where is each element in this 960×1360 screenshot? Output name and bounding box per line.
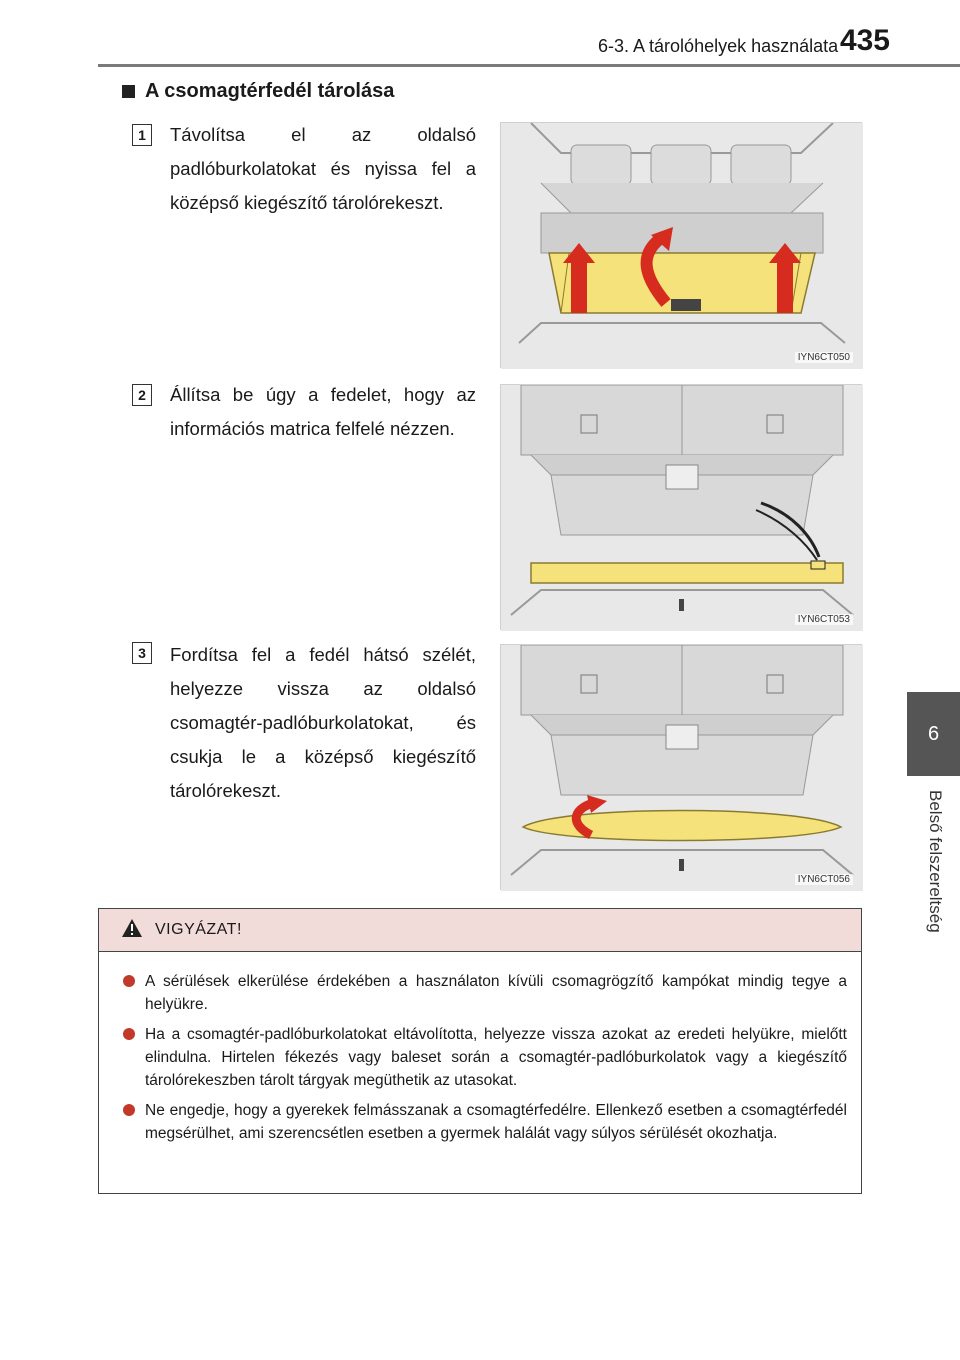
- trunk-illustration-2: IYN6CT053: [500, 384, 863, 631]
- page-number: 435: [839, 24, 890, 57]
- subheading-label: A csomagtérfedél tárolása: [145, 80, 395, 102]
- chapter-number: 6: [927, 722, 940, 745]
- warning-item: Ne engedje, hogy a gyerekek felmásszanak…: [121, 1099, 847, 1145]
- warning-triangle-icon: [121, 918, 143, 943]
- square-bullet-icon: [122, 85, 135, 98]
- warning-item: Ha a csomagtér-padlóburkolatokat eltávol…: [121, 1023, 847, 1092]
- chapter-tab: 6: [907, 692, 960, 776]
- illustration-code: IYN6CT050: [794, 352, 853, 363]
- warning-box: VIGYÁZAT! A sérülések elkerülése érdekéb…: [98, 908, 862, 1194]
- warning-item-text: A sérülések elkerülése érdekében a haszn…: [145, 973, 847, 1013]
- step-number-2: 2: [132, 384, 152, 406]
- warning-list: A sérülések elkerülése érdekében a haszn…: [99, 952, 861, 1145]
- trunk-illustration-1: IYN6CT050: [500, 122, 863, 369]
- subheading: A csomagtérfedél tárolása: [122, 80, 394, 103]
- illustration-code: IYN6CT053: [794, 614, 853, 625]
- step-text-2: Állítsa be úgy a fedelet, hogy az inform…: [170, 384, 476, 439]
- section-title: 6-3. A tárolóhelyek használata: [598, 36, 839, 56]
- warning-item-text: Ha a csomagtér-padlóburkolatokat eltávol…: [145, 1026, 847, 1089]
- bullet-dot-icon: [123, 1028, 135, 1040]
- step-text-1: Távolítsa el az oldalsó padlóburkolatoka…: [170, 124, 476, 213]
- step-number-3: 3: [132, 642, 152, 664]
- trunk-illustration-3: IYN6CT056: [500, 644, 863, 891]
- warning-header: VIGYÁZAT!: [99, 909, 861, 952]
- bullet-dot-icon: [123, 975, 135, 987]
- warning-item: A sérülések elkerülése érdekében a haszn…: [121, 970, 847, 1016]
- step-number-1: 1: [132, 124, 152, 146]
- header-divider: [98, 64, 960, 67]
- warning-item-text: Ne engedje, hogy a gyerekek felmásszanak…: [145, 1102, 847, 1142]
- step-text-3: Fordítsa fel a fedél hátsó szélét, helye…: [170, 644, 476, 801]
- chapter-label: Belső felszereltség: [926, 790, 945, 933]
- illustration-code: IYN6CT056: [794, 874, 853, 885]
- warning-title: VIGYÁZAT!: [155, 921, 242, 938]
- bullet-dot-icon: [123, 1104, 135, 1116]
